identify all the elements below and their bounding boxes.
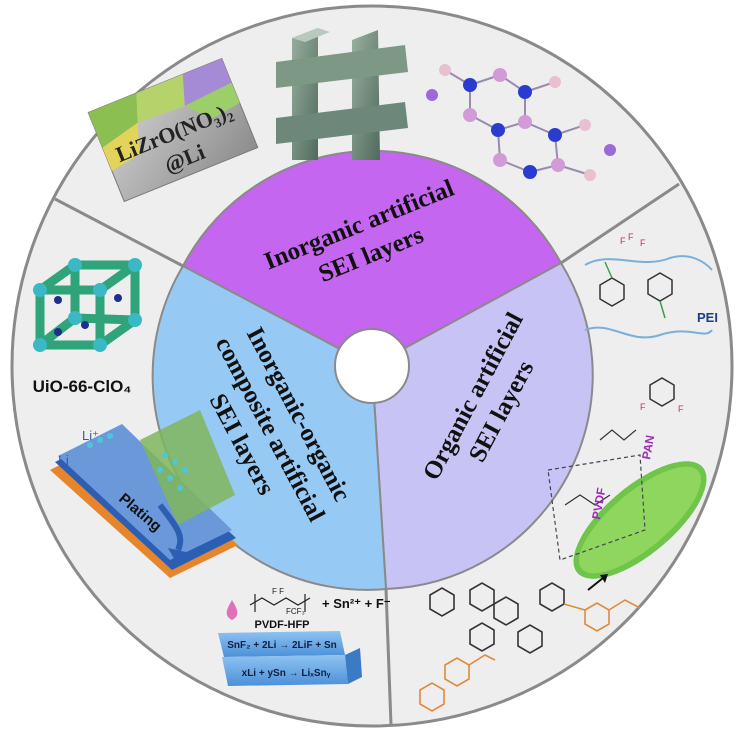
svg-text:FCF₃: FCF₃ (286, 607, 305, 616)
snf2-reaction-illustration: F F FCF₃ + Sn²⁺ + F⁻ PVDF-HFP SnF₂ + 2Li … (218, 587, 391, 686)
divider-top-right (560, 182, 680, 265)
svg-text:F F: F F (272, 587, 284, 596)
plating-illustration: Plating Li Li⁺ (50, 410, 238, 578)
svg-text:F: F (640, 402, 646, 412)
svg-text:F: F (620, 236, 626, 246)
molecular-network-illustration (426, 64, 616, 181)
pei-label: PEI (697, 310, 718, 325)
equation-1: SnF₂ + 2Li → 2LiF + Sn (227, 640, 336, 651)
center-hole (334, 328, 410, 404)
pvdf-hfp-label: PVDF-HFP (255, 619, 310, 631)
sn-reaction-label: + Sn²⁺ + F⁻ (322, 596, 391, 611)
woven-grid-illustration (276, 28, 408, 160)
lizro-tile-illustration: LiZrO(NO₃)₂ @Li (87, 57, 259, 203)
li-plus-label: Li⁺ (82, 428, 99, 443)
pvdf-pan-illustration: PVDF PAN (547, 429, 707, 591)
svg-text:F: F (640, 238, 646, 248)
uio-cube-illustration: UiO-66-ClO₄ (33, 258, 142, 396)
svg-text:F: F (628, 232, 634, 242)
pvdf-label: PVDF (589, 487, 608, 521)
divider-bottom (384, 588, 393, 726)
svg-text:F: F (678, 404, 684, 414)
equation-2: xLi + ySn → LiₓSnᵧ (242, 668, 331, 679)
li-label: Li (58, 452, 69, 468)
sector-organic (370, 261, 594, 591)
pan-label: PAN (639, 434, 657, 461)
divider-top-left (54, 197, 184, 268)
uio-label: UiO-66-ClO₄ (33, 377, 132, 396)
aromatic-molecule-illustration (419, 582, 641, 712)
